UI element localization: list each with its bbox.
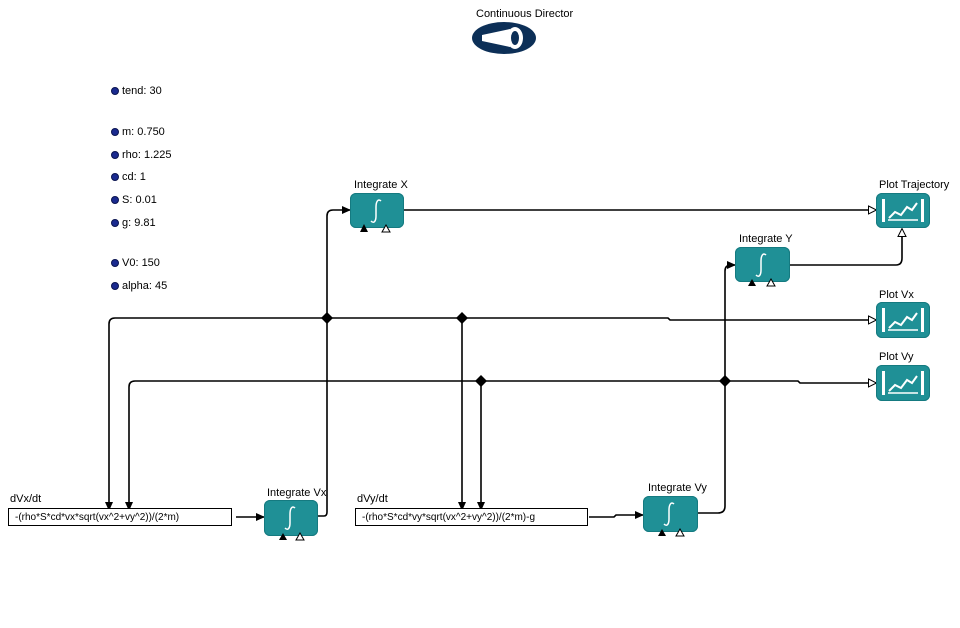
parameter-dot-icon (111, 282, 119, 290)
parameter-dot-icon (111, 87, 119, 95)
relation-vy-right (719, 375, 731, 387)
integrate-vx-label: Integrate Vx (267, 487, 327, 499)
parameter-alpha[interactable]: alpha: 45 (111, 280, 167, 292)
parameter-dot-icon (111, 151, 119, 159)
relation-vy-left (475, 375, 487, 387)
parameter-g[interactable]: g: 9.81 (111, 217, 156, 229)
dvx-expression-box[interactable]: -(rho*S*cd*vx*sqrt(vx^2+vy^2))/(2*m) (8, 508, 232, 526)
parameter-text: m: 0.750 (122, 126, 165, 138)
parameter-s[interactable]: S: 0.01 (111, 194, 157, 206)
plot-trajectory-actor[interactable] (876, 193, 930, 228)
integrate-vx-actor[interactable] (264, 500, 318, 541)
continuous-director[interactable] (472, 22, 536, 54)
integral-icon (279, 506, 305, 541)
director-label: Continuous Director (476, 8, 574, 20)
integrate-y-actor[interactable] (735, 247, 790, 287)
plot-icon (882, 371, 924, 395)
wire-vx-to-integrate-x (326, 206, 351, 318)
relation-vx-right (456, 312, 468, 324)
wire-vy-to-integrate-y (724, 261, 736, 381)
relation-vx-top (321, 312, 333, 324)
parameter-dot-icon (111, 128, 119, 136)
wire-vy-bus (698, 381, 726, 514)
plot-icon (882, 308, 924, 332)
integrate-x-label: Integrate X (354, 179, 408, 191)
parameter-text: V0: 150 (122, 257, 160, 269)
integral-icon (748, 253, 776, 287)
wire-vy-to-dvx (125, 380, 136, 511)
integrate-vy-actor[interactable] (643, 496, 698, 537)
plot-vx-label: Plot Vx (879, 289, 914, 301)
parameter-dot-icon (111, 259, 119, 267)
wire-dvy-to-integrate-vy (589, 511, 644, 519)
parameter-rho[interactable]: rho: 1.225 (111, 149, 172, 161)
wire-y-to-trajectory (790, 227, 907, 266)
plot-vy-actor[interactable] (876, 365, 930, 401)
parameter-text: g: 9.81 (122, 217, 156, 229)
parameter-text: S: 0.01 (122, 194, 157, 206)
wire-vx-to-dvx (105, 317, 116, 511)
wire-vx-horizontal (115, 315, 878, 325)
parameter-text: cd: 1 (122, 171, 146, 183)
parameter-cd[interactable]: cd: 1 (111, 171, 146, 183)
integral-icon (658, 502, 685, 537)
wire-vy-horizontal (135, 378, 878, 388)
plot-icon (882, 199, 924, 222)
parameter-text: tend: 30 (122, 85, 162, 97)
dvy-expression-box[interactable]: -(rho*S*cd*vy*sqrt(vx^2+vy^2))/(2*m)-g (355, 508, 588, 526)
integrate-x-actor[interactable] (350, 193, 404, 233)
parameter-dot-icon (111, 219, 119, 227)
parameter-text: rho: 1.225 (122, 149, 172, 161)
dvy-expression-title: dVy/dt (357, 493, 388, 505)
parameter-m[interactable]: m: 0.750 (111, 126, 165, 138)
parameter-dot-icon (111, 196, 119, 204)
parameter-dot-icon (111, 173, 119, 181)
parameter-tend[interactable]: tend: 30 (111, 85, 162, 97)
integrate-vy-label: Integrate Vy (648, 482, 707, 494)
parameter-text: alpha: 45 (122, 280, 168, 292)
wire-vx-bus (318, 318, 328, 517)
parameter-v0[interactable]: V0: 150 (111, 257, 160, 269)
megaphone-icon (482, 27, 523, 49)
integrate-y-label: Integrate Y (739, 233, 793, 245)
integral-icon (360, 199, 391, 233)
plot-vy-label: Plot Vy (879, 351, 914, 363)
plot-trajectory-label: Plot Trajectory (879, 179, 950, 191)
plot-vx-actor[interactable] (876, 302, 930, 338)
dvx-expression-title: dVx/dt (10, 493, 42, 505)
